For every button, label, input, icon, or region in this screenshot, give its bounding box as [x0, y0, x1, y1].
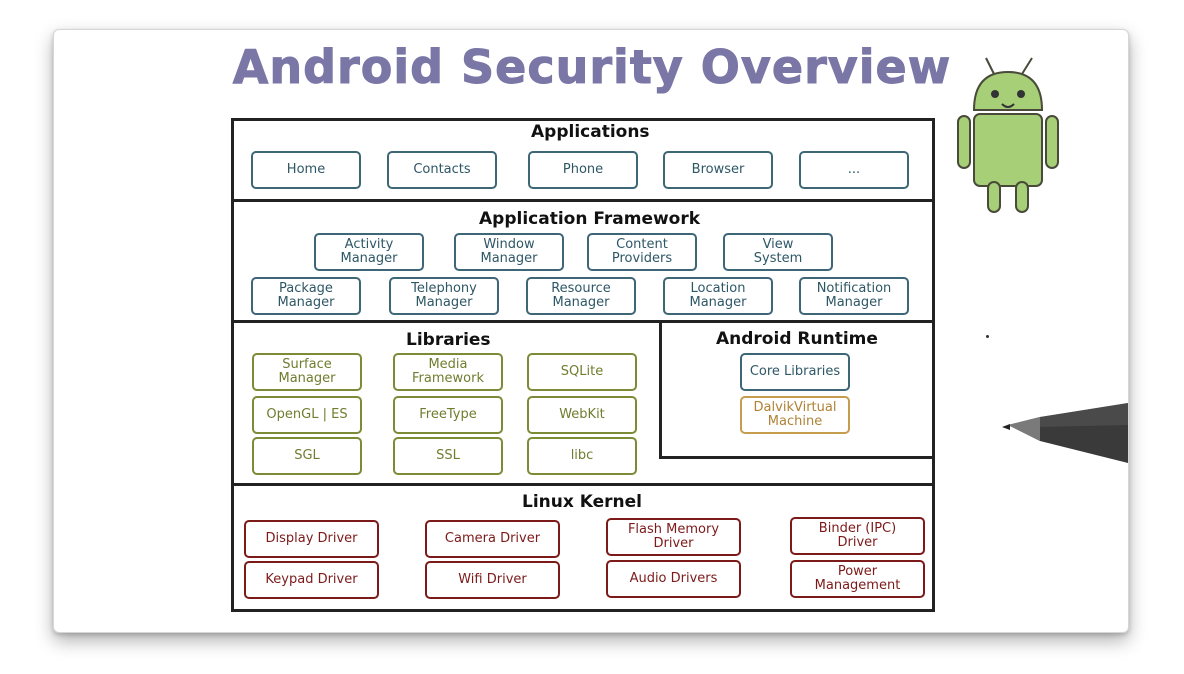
- app-more: ...: [799, 151, 909, 189]
- app-browser: Browser: [663, 151, 773, 189]
- architecture-stack: [231, 118, 935, 612]
- kernel-wifi-driver: Wifi Driver: [425, 561, 560, 599]
- pen-dot: [986, 335, 989, 338]
- lib-surface-manager: Surface Manager: [252, 353, 362, 391]
- runtime-core-libraries: Core Libraries: [740, 353, 850, 391]
- kernel-keypad-driver: Keypad Driver: [244, 561, 379, 599]
- libraries-title: Libraries: [406, 330, 491, 350]
- lib-webkit: WebKit: [527, 396, 637, 434]
- runtime-dalvik-vm: DalvikVirtual Machine: [740, 396, 850, 434]
- kernel-power-management: Power Management: [790, 560, 925, 598]
- framework-title: Application Framework: [479, 209, 701, 229]
- app-home: Home: [251, 151, 361, 189]
- runtime-title: Android Runtime: [716, 329, 878, 349]
- divider-apps-framework: [231, 199, 935, 202]
- fw-activity-manager: Activity Manager: [314, 233, 424, 271]
- lib-media-framework: Media Framework: [393, 353, 503, 391]
- lib-freetype: FreeType: [393, 396, 503, 434]
- fw-resource-manager: Resource Manager: [526, 277, 636, 315]
- app-contacts: Contacts: [387, 151, 497, 189]
- divider-libraries-runtime: [659, 320, 662, 459]
- fw-location-manager: Location Manager: [663, 277, 773, 315]
- fw-notification-manager: Notification Manager: [799, 277, 909, 315]
- page-title: Android Security Overview: [232, 40, 952, 94]
- kernel-display-driver: Display Driver: [244, 520, 379, 558]
- lib-sqlite: SQLite: [527, 353, 637, 391]
- kernel-camera-driver: Camera Driver: [425, 520, 560, 558]
- lib-opengl-es: OpenGL | ES: [252, 396, 362, 434]
- lib-libc: libc: [527, 437, 637, 475]
- kernel-binder-ipc-driver: Binder (IPC) Driver: [790, 517, 925, 555]
- kernel-audio-drivers: Audio Drivers: [606, 560, 741, 598]
- android-robot-icon: [957, 57, 1059, 213]
- kernel-title: Linux Kernel: [522, 492, 642, 512]
- fw-telephony-manager: Telephony Manager: [389, 277, 499, 315]
- fw-window-manager: Window Manager: [454, 233, 564, 271]
- fw-package-manager: Package Manager: [251, 277, 361, 315]
- kernel-flash-memory-driver: Flash Memory Driver: [606, 518, 741, 556]
- divider-libraries-kernel: [231, 483, 935, 486]
- app-phone: Phone: [528, 151, 638, 189]
- pen-icon: [1002, 403, 1128, 463]
- lib-ssl: SSL: [393, 437, 503, 475]
- runtime-bottom-line: [659, 456, 935, 459]
- applications-title: Applications: [531, 122, 650, 142]
- divider-framework-libraries: [231, 320, 935, 323]
- fw-content-providers: Content Providers: [587, 233, 697, 271]
- fw-view-system: View System: [723, 233, 833, 271]
- lib-sgl: SGL: [252, 437, 362, 475]
